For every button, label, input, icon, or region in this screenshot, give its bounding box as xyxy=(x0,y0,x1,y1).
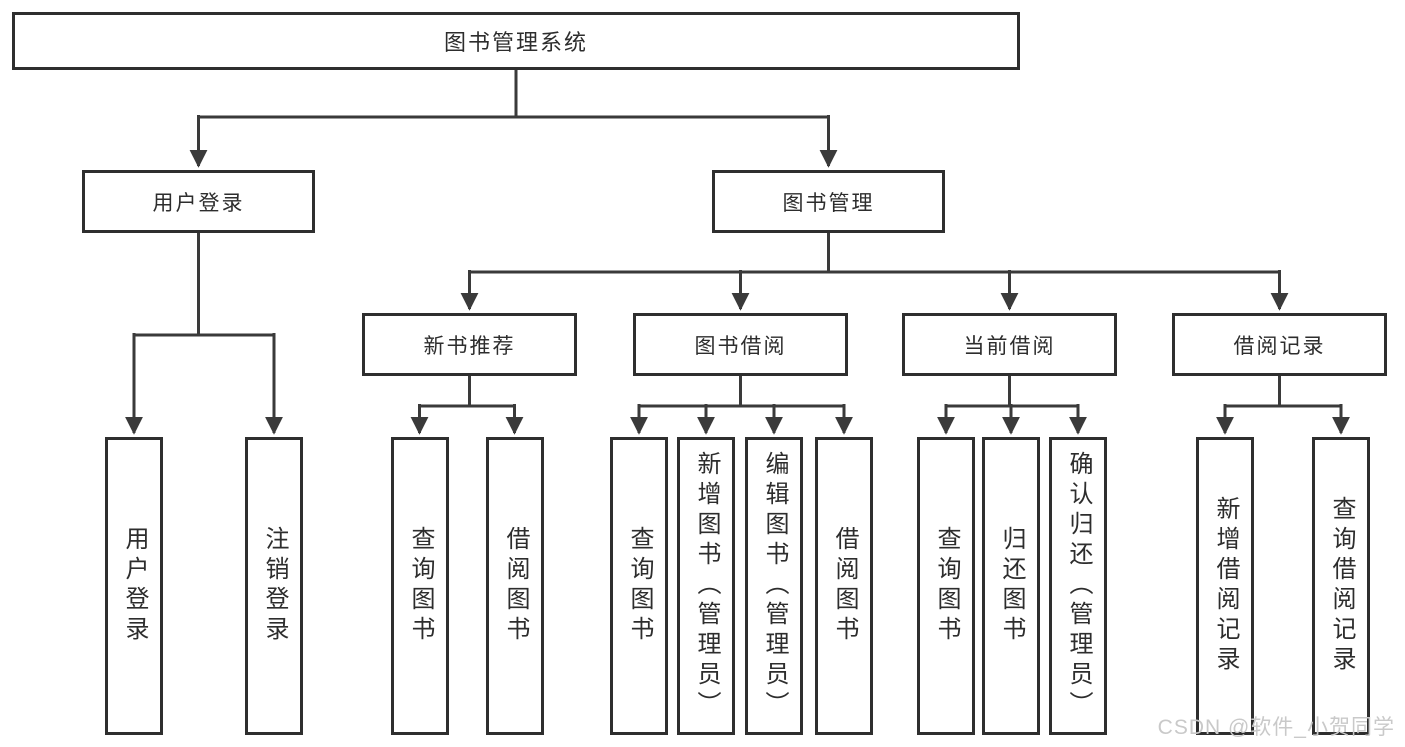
node-label: 查询图书 xyxy=(933,526,960,646)
leaf-recommend-borrow-books: 借阅图书 xyxy=(486,437,544,735)
node-label: 新书推荐 xyxy=(423,334,516,358)
node-label: 查询图书 xyxy=(407,526,434,646)
node-new-book-recommendation: 新书推荐 xyxy=(362,313,577,376)
node-label: 编辑图书（管理员） xyxy=(761,451,788,721)
node-label: 图书管理 xyxy=(782,191,875,215)
node-label: 用户登录 xyxy=(152,191,245,215)
node-root: 图书管理系统 xyxy=(12,12,1020,70)
leaf-borrowing-borrow-books: 借阅图书 xyxy=(815,437,873,735)
node-user-login: 用户登录 xyxy=(82,170,315,233)
node-borrowing-records: 借阅记录 xyxy=(1172,313,1387,376)
node-label: 借阅图书 xyxy=(831,526,858,646)
leaf-current-confirm-return-admin: 确认归还（管理员） xyxy=(1049,437,1107,735)
leaf-current-query-books: 查询图书 xyxy=(917,437,975,735)
leaf-borrowing-query-books: 查询图书 xyxy=(610,437,668,735)
node-label: 图书借阅 xyxy=(694,334,787,358)
node-book-borrowing: 图书借阅 xyxy=(633,313,848,376)
node-label: 借阅记录 xyxy=(1233,334,1326,358)
node-label: 确认归还（管理员） xyxy=(1065,451,1092,721)
node-label: 用户登录 xyxy=(121,526,148,646)
node-current-borrowing: 当前借阅 xyxy=(902,313,1117,376)
node-label: 新增借阅记录 xyxy=(1212,496,1239,676)
leaf-logout: 注销登录 xyxy=(245,437,303,735)
node-label: 查询借阅记录 xyxy=(1328,496,1355,676)
node-label: 查询图书 xyxy=(626,526,653,646)
leaf-current-return-books: 归还图书 xyxy=(982,437,1040,735)
node-label: 图书管理系统 xyxy=(443,30,588,55)
node-label: 新增图书（管理员） xyxy=(693,451,720,721)
leaf-user-login: 用户登录 xyxy=(105,437,163,735)
node-label: 注销登录 xyxy=(261,526,288,646)
leaf-borrowing-edit-books-admin: 编辑图书（管理员） xyxy=(745,437,803,735)
leaf-records-query-borrow-record: 查询借阅记录 xyxy=(1312,437,1370,735)
node-label: 当前借阅 xyxy=(963,334,1056,358)
node-label: 归还图书 xyxy=(998,526,1025,646)
node-label: 借阅图书 xyxy=(502,526,529,646)
node-book-management: 图书管理 xyxy=(712,170,945,233)
leaf-recommend-query-books: 查询图书 xyxy=(391,437,449,735)
leaf-records-add-borrow-record: 新增借阅记录 xyxy=(1196,437,1254,735)
leaf-borrowing-add-books-admin: 新增图书（管理员） xyxy=(677,437,735,735)
